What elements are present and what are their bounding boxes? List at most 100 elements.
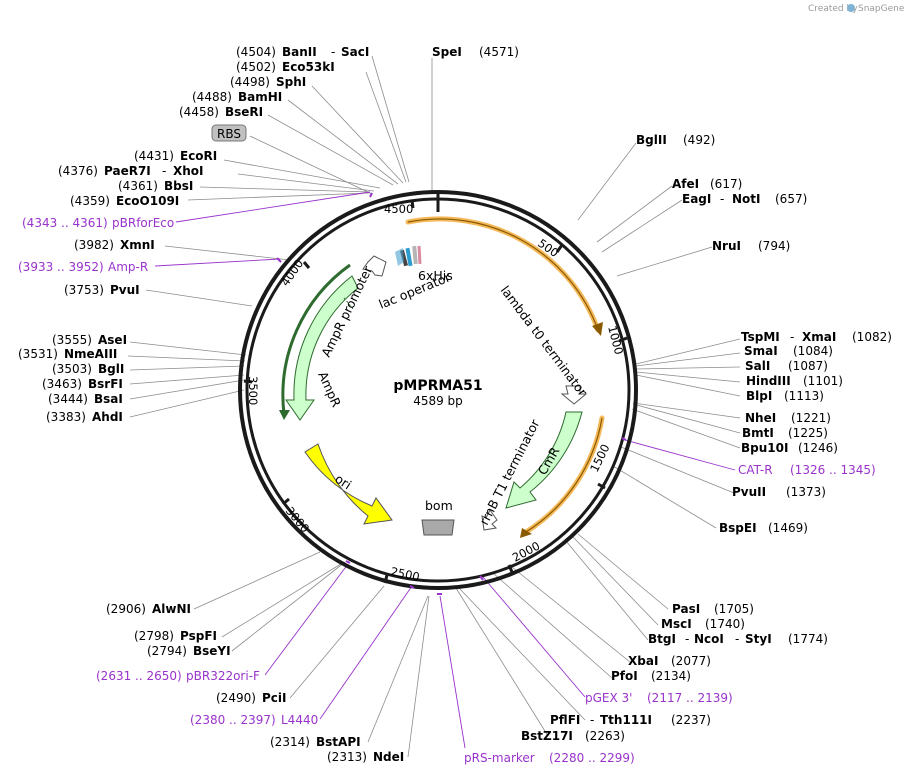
enzyme-xmai: XmaI: [802, 330, 836, 344]
pos-ecoo109i: (4359): [70, 194, 110, 208]
enzyme-bmti: BmtI: [742, 426, 774, 440]
pos-pvuii: (1373): [786, 485, 826, 499]
enzyme-xhoi: XhoI: [173, 164, 204, 178]
enzyme-bsai: BsaI: [94, 392, 123, 406]
primer-range-catr: (1326 .. 1345): [790, 463, 876, 477]
pos-eagi: (657): [775, 192, 807, 206]
features: RBS 6xHis lac operator AmpR promoter Amp…: [211, 124, 605, 538]
enzyme-saci: SacI: [341, 45, 369, 59]
enzyme-noti: NotI: [732, 192, 761, 206]
pos-pfoi: (2134): [651, 669, 691, 683]
primer-ampr: Amp-R: [108, 260, 148, 274]
tick-4000: 4000: [278, 257, 306, 289]
enzyme-xmni: XmnI: [120, 238, 155, 252]
pos-tth111i: (2237): [671, 713, 711, 727]
enzyme-btgi: BtgI: [648, 632, 676, 646]
dash-tspmi-xmai: -: [790, 330, 794, 344]
enzyme-paer7i: PaeR7I: [104, 164, 151, 178]
enzyme-ecoo109i: EcoO109I: [116, 194, 179, 208]
bp-ticks: [243, 199, 628, 584]
ori-label: ori: [332, 471, 354, 492]
pos-bsai: (3444): [48, 392, 88, 406]
primer-prsmarker: pRS-marker: [464, 751, 535, 765]
enzyme-bglii: BglII: [636, 133, 667, 147]
plasmid-size: 4589 bp: [413, 394, 463, 408]
pos-spei: (4571): [479, 45, 519, 59]
pos-bgli: (3503): [52, 362, 92, 376]
pos-smai: (1084): [793, 344, 833, 358]
enzyme-alwni: AlwNI: [152, 602, 191, 616]
enzyme-pfoi: PfoI: [611, 669, 638, 683]
enzyme-labels-bottom-right: PasI (1705) MscI (1740) BtgI - NcoI - St…: [464, 602, 828, 765]
enzyme-bpu10i: Bpu10I: [741, 441, 788, 455]
enzyme-spei: SpeI: [432, 45, 462, 59]
enzyme-ahdi: AhdI: [92, 410, 123, 424]
enzyme-tspmi: TspMI: [741, 330, 780, 344]
ampr-gene-arrow: [285, 275, 359, 421]
pos-pcii: (2490): [216, 691, 256, 705]
primer-range-ampr: (3933 .. 3952): [18, 260, 104, 274]
enzyme-labels-left: (3982) XmnI (3933 .. 3952) Amp-R (3753) …: [18, 238, 155, 424]
enzyme-afei: AfeI: [672, 177, 699, 191]
rrnb-terminator-arrow: [520, 528, 532, 538]
pos-bmti: (1225): [788, 426, 828, 440]
primer-catr: CAT-R: [738, 463, 773, 477]
pos-hindiii: (1101): [803, 374, 843, 388]
pos-asei: (3555): [52, 333, 92, 347]
dash-ncoi-styi: -: [735, 632, 739, 646]
enzyme-pcii: PciI: [262, 691, 287, 705]
pos-nhei: (1221): [791, 411, 831, 425]
enzyme-pvuii: PvuII: [732, 485, 766, 499]
dash-banii-saci: -: [331, 45, 335, 59]
enzyme-banii: BanII: [282, 45, 317, 59]
sixhis-label: 6xHis: [418, 268, 453, 283]
pos-bspei: (1469): [768, 521, 808, 535]
leader-lines: [127, 55, 741, 758]
rbs-label: RBS: [217, 127, 241, 141]
enzyme-bseri: BseRI: [225, 105, 263, 119]
tick-2500: 2500: [389, 564, 421, 584]
pos-pspfi: (2798): [134, 629, 174, 643]
tick-1000: 1000: [605, 324, 626, 356]
rbs-badge: [211, 124, 247, 142]
primer-range-pbr322ori: (2631 .. 2650): [96, 669, 182, 683]
primer-range-prsmarker: (2280 .. 2299): [549, 751, 635, 765]
bom-label: bom: [425, 498, 453, 513]
watermark: Created by SnapGene: [808, 4, 905, 14]
pos-bstz17i: (2263): [585, 729, 625, 743]
primer-pbr322ori: pBR322ori-F: [186, 669, 260, 683]
enzyme-xbai: XbaI: [628, 654, 658, 668]
dash-paer7i-xhoi: -: [162, 164, 166, 178]
tick-3500: 3500: [246, 376, 260, 405]
enzyme-ndei: NdeI: [373, 750, 404, 764]
primer-pbrforeco: pBRforEco: [112, 216, 174, 230]
pos-styi: (1774): [788, 632, 828, 646]
ori-arrow: [304, 443, 393, 525]
pos-banii: (4504): [236, 45, 276, 59]
enzyme-bspei: BspEI: [719, 521, 757, 535]
pos-nrui: (794): [758, 239, 790, 253]
primer-l4440: L4440: [281, 713, 318, 727]
cmr-gene-arrow: [505, 411, 583, 509]
lac-operator-label: lac operator: [377, 269, 454, 312]
enzyme-sali: SalI: [745, 359, 770, 373]
enzyme-pflfi: PflFI: [550, 713, 580, 727]
pos-sphi: (4498): [230, 75, 270, 89]
bom-feature: [421, 519, 455, 536]
watermark-label: Created by: [808, 4, 858, 14]
pos-bseri: (4458): [179, 105, 219, 119]
enzyme-labels-right: BglII (492) AfeI (617) EagI - NotI (657)…: [636, 133, 892, 535]
ampr-label: AmpR: [315, 369, 344, 410]
primer-range-l4440: (2380 .. 2397): [190, 713, 276, 727]
dash-btgi-ncoi: -: [685, 632, 689, 646]
enzyme-pspfi: PspFI: [180, 629, 217, 643]
pos-alwni: (2906): [106, 602, 146, 616]
snapgene-logo-icon: [847, 4, 855, 12]
pos-bglii: (492): [683, 133, 715, 147]
enzyme-asei: AseI: [98, 333, 127, 347]
enzyme-bsrfi: BsrFI: [88, 377, 123, 391]
enzyme-ncoi: NcoI: [694, 632, 724, 646]
enzyme-bstapi: BstAPI: [316, 735, 361, 749]
rrnb-terminator-label: rrnB T1 terminator: [476, 416, 543, 527]
